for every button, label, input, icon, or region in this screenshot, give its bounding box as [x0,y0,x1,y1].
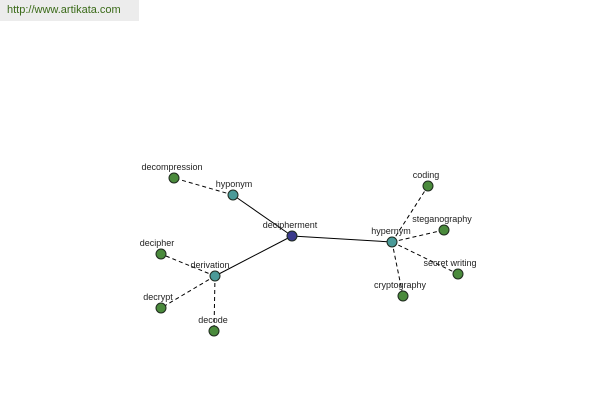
edge-hypernym-cryptography [391,241,404,297]
edge-derivation-decode [213,275,216,332]
word-steganography-label[interactable]: steganography [412,214,472,224]
word-cryptography-node[interactable] [397,290,409,302]
word-secret-writing-label[interactable]: secret writing [423,258,476,268]
graph-edges [160,177,459,332]
relation-derivation-node[interactable] [209,270,221,282]
word-coding-label[interactable]: coding [413,170,440,180]
edge-derivation-decipher [160,253,216,277]
edge-decipherment-hyponym [232,194,293,237]
site-url-link[interactable]: http://www.artikata.com [0,0,139,21]
word-cryptography-label[interactable]: cryptography [374,280,427,290]
word-decrypt-label[interactable]: decrypt [143,292,173,302]
word-decode-label[interactable]: decode [198,315,228,325]
graph-nodes [155,172,464,337]
word-decipher-label[interactable]: decipher [140,238,175,248]
word-decompression-label[interactable]: decompression [141,162,202,172]
relation-derivation-label[interactable]: derivation [190,260,229,270]
word-decode-node[interactable] [208,325,220,337]
relation-hypernym-node[interactable] [386,236,398,248]
edge-derivation-decrypt [160,275,216,309]
word-decompression-node[interactable] [168,172,180,184]
word-decipher-node[interactable] [155,248,167,260]
root-decipherment-label[interactable]: decipherment [263,220,318,230]
word-decrypt-node[interactable] [155,302,167,314]
edge-decipherment-derivation [214,235,293,277]
relation-hypernym-label[interactable]: hypernym [371,226,411,236]
edge-hyponym-decompression [173,177,234,196]
relation-hyponym-node[interactable] [227,189,239,201]
word-secret-writing-node[interactable] [452,268,464,280]
graph-labels: decipherment hyponym decompression derivati… [140,162,477,325]
edge-hypernym-secret-writing [391,241,459,275]
word-coding-node[interactable] [422,180,434,192]
relation-hyponym-label[interactable]: hyponym [216,179,253,189]
root-decipherment-node[interactable] [286,230,298,242]
edge-decipherment-hypernym [291,235,393,243]
word-steganography-node[interactable] [438,224,450,236]
edge-hypernym-steganography [391,229,445,243]
